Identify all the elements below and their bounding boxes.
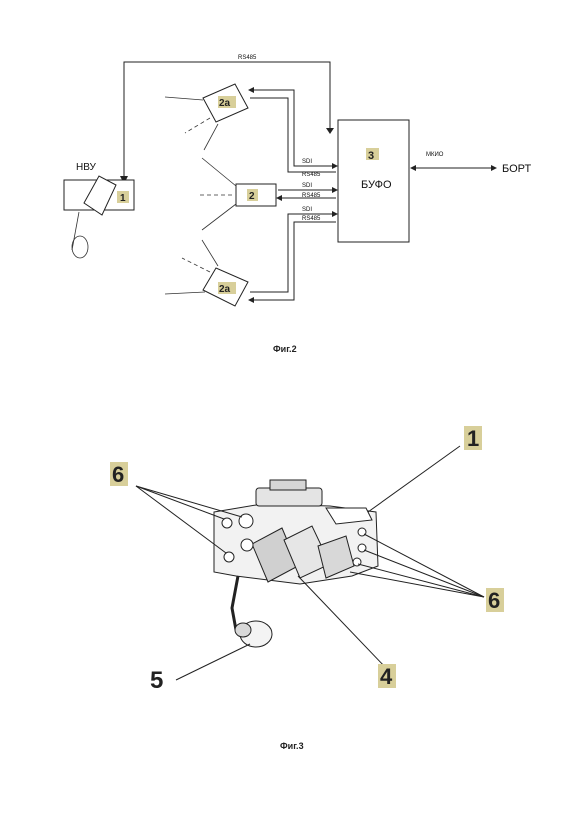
mkio-label: МКИО [426,152,444,158]
link-2-arrow-cam [276,195,282,201]
link-2a-top-arrow-bufo [332,163,338,169]
leader-6-left-a [135,485,225,520]
camera-2a-top-tag [218,96,236,108]
camera-2a-bottom-number: 2а [219,284,231,295]
link-2a-bottom-rs485 [250,221,336,301]
mkio-arrow-left [410,165,416,171]
rs485-arrow-to-bufo [326,128,334,134]
bufo-number: 3 [368,150,374,162]
device-camera-right [317,535,355,579]
device-sensor-base [234,622,252,638]
leader-6-right-a [363,533,485,598]
leader-6-right-c [357,563,485,598]
nvu-label: НВУ [76,162,97,173]
camera-2a-bottom-fov-2 [181,257,211,273]
camera-2a-top-number: 2а [219,98,231,109]
figure-2-caption: Фиг.2 [273,344,297,354]
leader-6-right-b [363,549,485,598]
label-6-left-tag [110,462,128,486]
camera-2-fov-3 [201,203,237,231]
hole-2 [238,513,254,529]
leader-6-left-c [135,485,227,554]
link-2a-bottom-sdi [250,213,336,293]
rs485-label-2: RS485 [302,193,321,199]
leader-6-right-d [349,571,485,598]
label-4: 4 [380,664,393,689]
unit1-number-tag [117,191,129,203]
bort-label: БОРТ [502,163,531,175]
link-2a-bottom-arrow-bufo [332,211,338,217]
leader-5 [175,643,251,681]
label-5: 5 [150,667,163,694]
label-6-right: 6 [488,588,500,613]
device-right-bracket [325,507,373,525]
device-connector [255,487,323,507]
hole-1 [221,517,233,529]
camera-2a-top-fov-2 [184,117,211,134]
link-2a-top-arrow-cam [248,87,254,93]
bufo-number-tag [366,148,379,160]
leader-6-left-b [135,485,243,518]
camera-2a-bottom-fov-3 [164,291,206,295]
sdi-label-1: SDI [302,159,312,165]
link-2a-bottom-arrow-cam [248,297,254,303]
leader-4 [297,575,387,669]
label-6-right-tag [486,588,504,612]
bufo-label: БУФО [361,179,392,191]
figure-2: RS485 3 БУФО МКИО БОРТ НВУ 1 2а 2 [63,55,531,354]
link-2a-top-rs485 [250,97,336,173]
camera-2-fov-1 [201,157,237,187]
nvu-handle [71,235,89,259]
unit1-number: 1 [120,193,126,204]
rs485-bus-line [123,61,331,180]
camera-2a-top-fov-1 [164,96,204,101]
sdi-label-2: SDI [302,183,312,189]
camera-2a-bottom-fov-1 [201,239,219,267]
device-arm [230,575,240,631]
nvu-stem [71,211,80,251]
label-6-left: 6 [112,462,124,487]
camera-2a-top-fov-3 [203,123,219,151]
rs485-bus-label: RS485 [238,55,257,61]
rs485-label-3: RS485 [302,216,321,222]
label-1-tag [464,426,482,450]
camera-2-number: 2 [249,191,255,202]
nvu-mount-plate [83,175,117,216]
rs485-label-1: RS485 [302,172,321,178]
mounting-holes [221,513,367,567]
leader-1 [367,445,461,513]
link-2a-top-sdi [250,89,336,167]
mkio-arrow-right [491,165,497,171]
label-1: 1 [467,426,479,451]
hole-3 [223,551,235,563]
bufo-block [337,119,410,243]
link-2-arrow-bufo [332,187,338,193]
figure-3: 6 1 6 4 5 Фиг.3 [110,426,504,751]
camera-2-tag [247,189,258,201]
sdi-label-3: SDI [302,207,312,213]
hole-4 [240,538,254,552]
label-4-tag [378,664,396,688]
figure-3-caption: Фиг.3 [280,741,304,751]
camera-2a-bottom-tag [218,282,236,294]
device-connector-top [269,479,307,491]
